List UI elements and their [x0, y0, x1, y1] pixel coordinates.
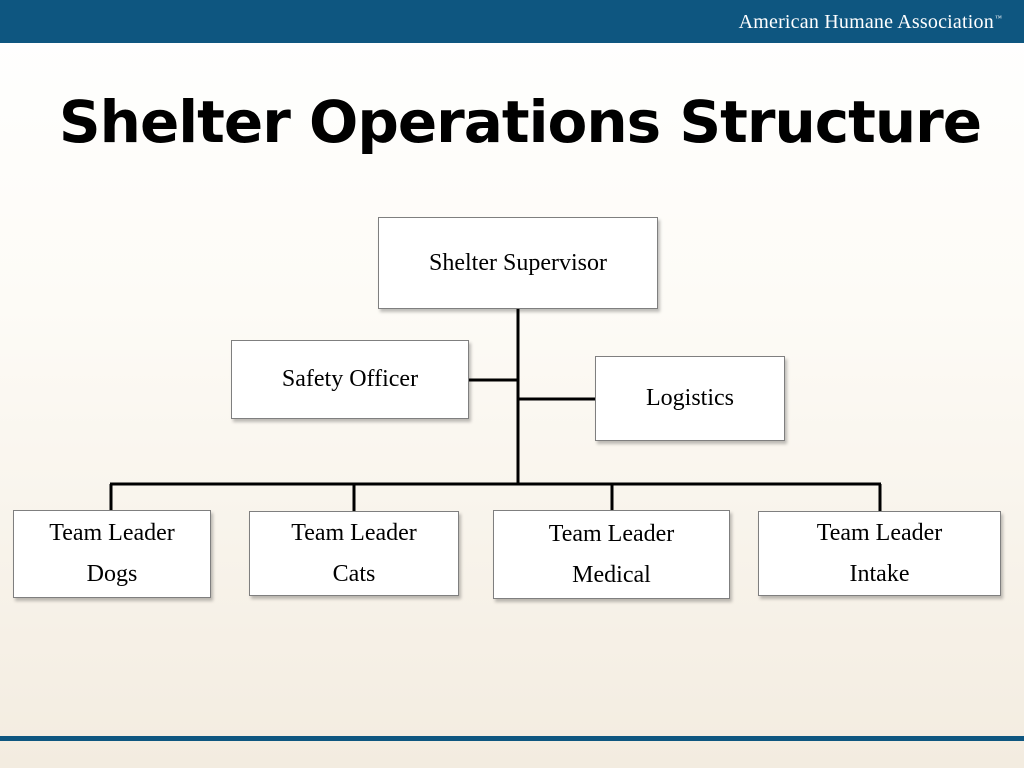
team-leader-medical-box: Team Leader Medical	[493, 510, 730, 599]
header-bar: American Humane Association™	[0, 0, 1024, 43]
team-leader-cats-unit: Cats	[332, 560, 376, 587]
team-leader-intake-box: Team Leader Intake	[758, 511, 1001, 596]
team-leader-medical-role: Team Leader	[548, 520, 675, 547]
logistics-label: Logistics	[646, 385, 734, 411]
brand-name: American Humane Association	[738, 11, 994, 33]
team-leader-intake-role: Team Leader	[816, 519, 943, 546]
team-leader-dogs-role: Team Leader	[49, 520, 175, 546]
trademark-mark: ™	[994, 14, 1002, 22]
logistics-box: Logistics	[595, 356, 785, 441]
team-leader-cats-role: Team Leader	[291, 519, 417, 546]
team-leader-dogs-box: Team Leader Dogs	[13, 510, 211, 598]
team-leader-dogs-unit: Dogs	[86, 561, 138, 587]
slide-title: Shelter Operations Structure	[58, 88, 982, 156]
team-leader-intake-unit: Intake	[849, 560, 910, 587]
safety-officer-label: Safety Officer	[281, 366, 419, 392]
brand-logo: American Humane Association™	[739, 11, 1002, 34]
shelter-supervisor-label: Shelter Supervisor	[429, 249, 607, 276]
footer-bar	[0, 736, 1024, 741]
shelter-supervisor-box: Shelter Supervisor	[378, 217, 658, 309]
safety-officer-box: Safety Officer	[231, 340, 469, 419]
team-leader-medical-unit: Medical	[572, 561, 651, 588]
team-leader-cats-box: Team Leader Cats	[249, 511, 459, 596]
